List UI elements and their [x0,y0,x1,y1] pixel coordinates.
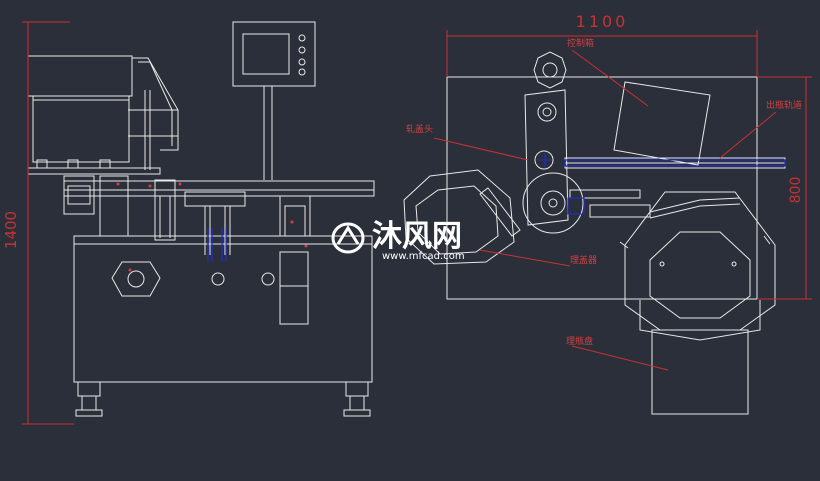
watermark: 沐风网 www.mfcad.com [331,219,465,262]
label-capping-head: 轧盖头 [406,123,433,135]
front-red-marks [116,182,308,272]
leader-lines [433,49,777,371]
dimension-top-width: 1100 [576,12,629,31]
top-dimension [446,30,812,300]
cap-feeder-octagon [403,169,515,265]
base-plate [446,76,758,300]
bottle-sorter-octagon [624,191,776,331]
top-view [403,51,786,415]
label-control-box: 控制箱 [567,37,594,49]
main-deck [63,180,375,191]
left-dimension [22,21,74,425]
top-blue-parts [538,153,786,215]
front-blue-parts [207,228,227,262]
cabinet-body [73,235,373,383]
lower-motor [279,251,309,325]
capping-arm [524,89,569,226]
label-bottle-sorter: 理瓶盘 [566,335,593,347]
control-screen [242,33,290,75]
hopper-body [32,95,130,163]
control-box [613,81,711,166]
front-view [27,21,375,417]
label-rear-bottle-track: 出瓶轨道 [766,99,802,111]
sorter-chute [651,329,749,415]
watermark-main: 沐风网 [372,219,462,254]
control-panel [232,21,316,87]
dimension-right-height: 800 [788,177,804,204]
watermark-sub: www.mfcad.com [382,251,465,262]
dimension-left-height: 1400 [2,211,20,249]
left-gear [111,261,161,297]
hopper-top [27,55,133,97]
label-cap-feeder: 理盖器 [570,254,597,266]
gear-wheel [522,172,584,234]
watermark-logo [331,222,365,254]
